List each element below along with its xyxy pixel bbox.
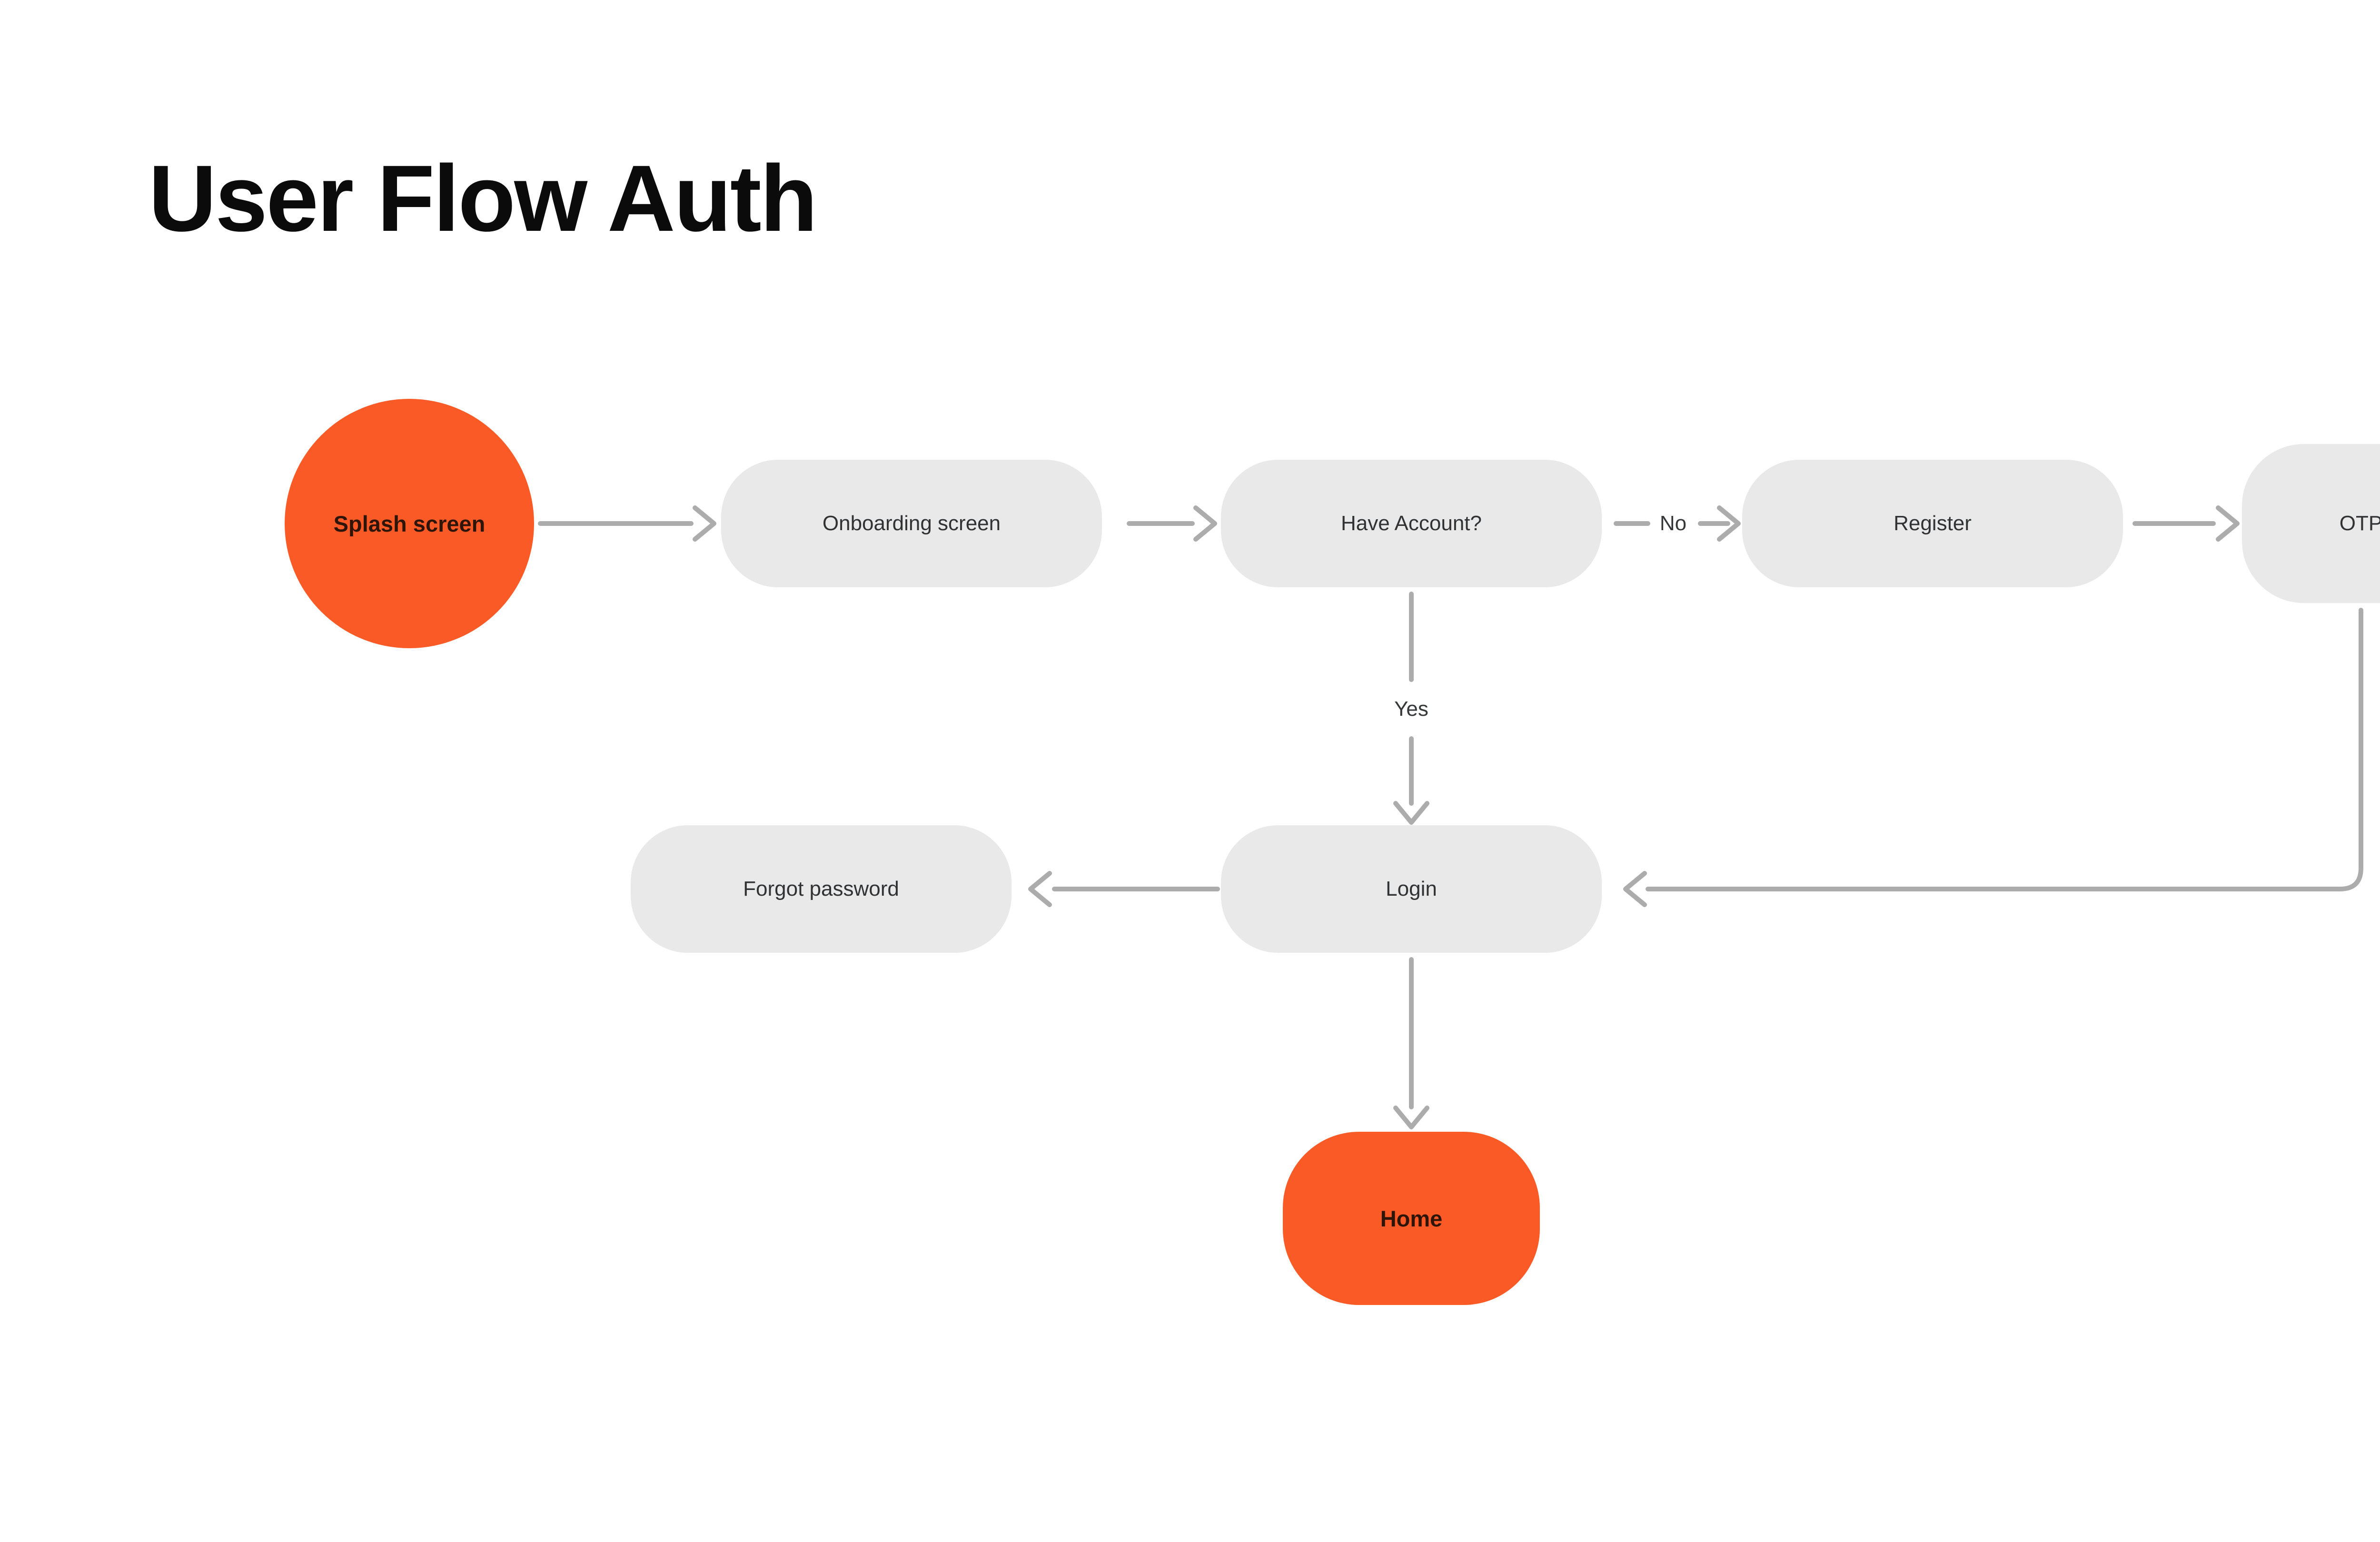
node-label: Register [1894, 512, 1972, 535]
node-label: Onboarding screen [822, 512, 1001, 535]
node-have-account: Have Account? [1221, 460, 1602, 587]
arrowhead-left-icon [1028, 871, 1052, 907]
edge-label-yes: Yes [1394, 697, 1428, 721]
node-label: OTP [2339, 512, 2380, 535]
node-register: Register [1742, 460, 2123, 587]
node-label: Have Account? [1341, 512, 1482, 535]
page-title: User Flow Auth [149, 146, 818, 251]
node-label: Home [1380, 1206, 1443, 1231]
node-home: Home [1283, 1132, 1540, 1305]
edge-otp-login [1646, 608, 2363, 891]
node-label: Splash screen [333, 511, 486, 536]
arrowhead-right-icon [1193, 505, 1217, 542]
arrowhead-right-icon [2216, 505, 2240, 542]
edge-label-no: No [1659, 512, 1687, 535]
node-onboarding-screen: Onboarding screen [721, 460, 1102, 587]
arrowhead-right-icon [1717, 505, 1741, 542]
arrowhead-left-icon [1623, 871, 1647, 907]
node-splash-screen: Splash screen [285, 399, 534, 648]
node-forgot-password: Forgot password [631, 825, 1012, 953]
arrowhead-down-icon [1393, 801, 1429, 825]
arrowhead-right-icon [693, 505, 716, 542]
node-label: Login [1386, 877, 1437, 900]
arrowhead-down-icon [1393, 1106, 1429, 1129]
node-otp: OTP [2242, 444, 2380, 603]
node-login: Login [1221, 825, 1602, 953]
node-label: Forgot password [743, 877, 899, 900]
